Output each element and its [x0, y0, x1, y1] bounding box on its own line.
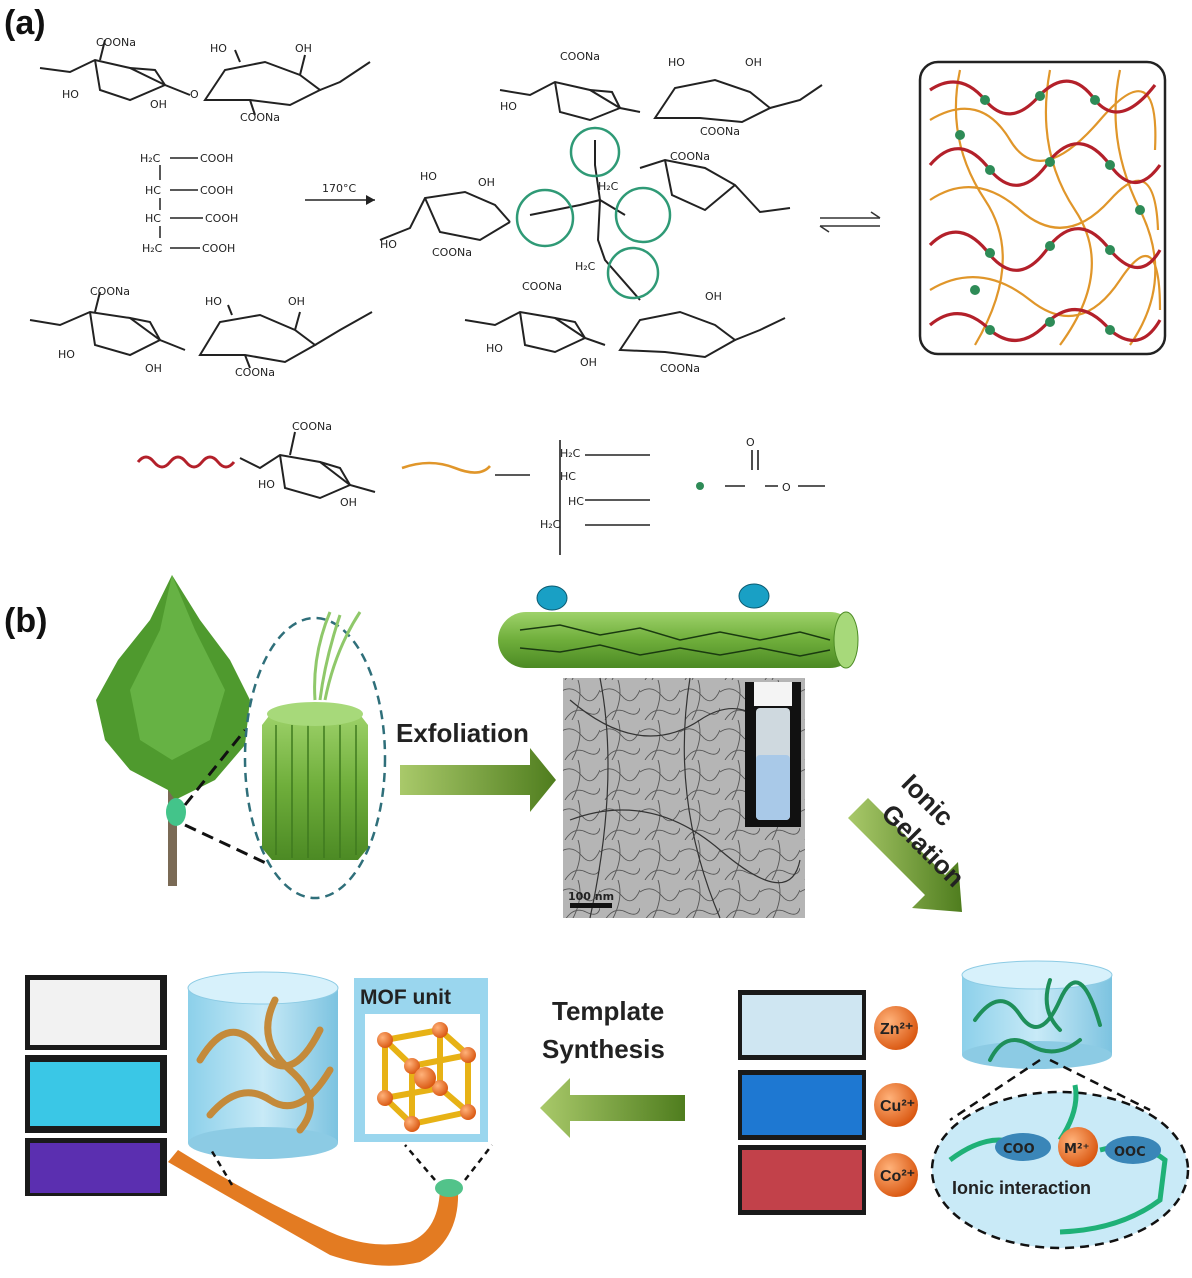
oh-label: OH — [150, 98, 167, 111]
ho-label: HO — [420, 170, 437, 183]
ch2-label: H₂C — [598, 180, 619, 193]
ion-co-label: Co²⁺ — [880, 1168, 915, 1185]
h2c-label: H₂C — [142, 242, 163, 255]
coona-label: COONa — [96, 36, 136, 49]
zoom-arrows — [208, 1144, 493, 1186]
ionic-gelation-arrow — [848, 798, 962, 912]
ch2-label: H₂C — [140, 152, 161, 165]
oh-label: OH — [478, 176, 495, 189]
legend-citrate-unit — [495, 440, 650, 555]
cellulose-nanofiber-rod — [498, 583, 859, 669]
hc-label: HC — [145, 184, 161, 197]
equilibrium-arrow — [819, 211, 881, 233]
hc-label: HC — [568, 495, 584, 508]
template-label: Template — [552, 996, 664, 1026]
ion-zn-label: Zn²⁺ — [880, 1021, 913, 1038]
film-photos-left — [25, 975, 167, 1196]
cmc-chain-top-left — [39, 39, 371, 116]
ion-cu-label: Cu²⁺ — [880, 1098, 915, 1115]
h2c-label: H₂C — [540, 518, 561, 531]
coo-label: COO — [1003, 1142, 1035, 1157]
ho-label: HO — [210, 42, 227, 55]
legend-green-node — [696, 482, 704, 490]
oh-label: OH — [580, 356, 597, 369]
oh-label: OH — [705, 290, 722, 303]
ionic-interaction-bubble — [930, 1084, 1190, 1250]
tree-illustration — [96, 575, 250, 886]
h2c-label: H₂C — [560, 447, 581, 460]
temperature-label: 170°C — [322, 182, 356, 195]
metal-ion-label: M²⁺ — [1064, 1142, 1090, 1157]
oh-label: OH — [340, 496, 357, 509]
coona-label: COONa — [560, 50, 600, 63]
ooc-label: OOC — [1114, 1145, 1146, 1160]
coona-label: COONa — [700, 125, 740, 138]
ho-label: HO — [668, 56, 685, 69]
crosslinked-product — [379, 78, 823, 359]
film-photos-right — [738, 990, 866, 1215]
coona-label: COONa — [292, 420, 332, 433]
reaction-arrow — [305, 195, 375, 205]
ionic-interaction-label: Ionic interaction — [952, 1178, 1091, 1198]
coona-label: COONa — [670, 150, 710, 163]
ho-label: HO — [486, 342, 503, 355]
cmc-chain-bottom-left — [29, 291, 373, 369]
ho-label: HO — [500, 100, 517, 113]
coona-label: COONa — [235, 366, 275, 379]
zoom-cone-lines — [949, 1058, 1151, 1122]
synthesis-label: Synthesis — [542, 1034, 665, 1064]
exfoliation-label: Exfoliation — [396, 718, 529, 748]
ho-label: HO — [62, 88, 79, 101]
ho-label: HO — [58, 348, 75, 361]
cooh-label: COOH — [200, 152, 233, 165]
coona-label: COONa — [432, 246, 472, 259]
coona-label: COONa — [660, 362, 700, 375]
oh-label: OH — [288, 295, 305, 308]
oh-label: OH — [295, 42, 312, 55]
o-label: O — [190, 88, 199, 101]
ho-label: HO — [380, 238, 397, 251]
legend-orange-chain — [401, 461, 491, 474]
zoom-lines — [183, 729, 271, 867]
coona-label: COONa — [90, 285, 130, 298]
oh-label: OH — [145, 362, 162, 375]
coona-label: COONa — [522, 280, 562, 293]
panel-b-label: (b) — [4, 602, 47, 640]
mof-coated-cylinder — [187, 971, 339, 1159]
coona-label: COONa — [240, 111, 280, 124]
citric-acid: H₂C COOH HC COOH HC COOH H₂C COOH — [140, 152, 238, 255]
orange-fiber-rope — [168, 1150, 463, 1266]
cooh-label: COOH — [200, 184, 233, 197]
crosslinked-network — [918, 60, 1167, 356]
oh-label: OH — [745, 56, 762, 69]
panel-a-label: (a) — [4, 4, 46, 42]
hc-label: HC — [560, 470, 576, 483]
scale-bar-label: 100 nm — [568, 890, 614, 903]
legend-red-chain — [136, 455, 236, 469]
legend-cmc-unit — [239, 431, 376, 500]
ester-link-circles — [515, 126, 672, 300]
o-label: O — [746, 436, 755, 449]
template-synthesis-arrow — [540, 1078, 685, 1138]
ion-balls — [874, 1006, 918, 1197]
mof-unit-box — [354, 978, 488, 1142]
tem-micrograph — [563, 677, 805, 919]
ho-label: HO — [205, 295, 222, 308]
o-label: O — [782, 481, 791, 494]
h2c-label: H₂C — [575, 260, 596, 273]
hc-label: HC — [145, 212, 161, 225]
exfoliation-arrow — [400, 748, 556, 812]
ho-label: HO — [258, 478, 275, 491]
cooh-label: COOH — [202, 242, 235, 255]
legend-ester-group — [725, 450, 825, 487]
gel-cylinder — [961, 960, 1113, 1069]
cooh-label: COOH — [205, 212, 238, 225]
mof-unit-label: MOF unit — [360, 986, 451, 1009]
fibril-bundle — [243, 611, 387, 900]
